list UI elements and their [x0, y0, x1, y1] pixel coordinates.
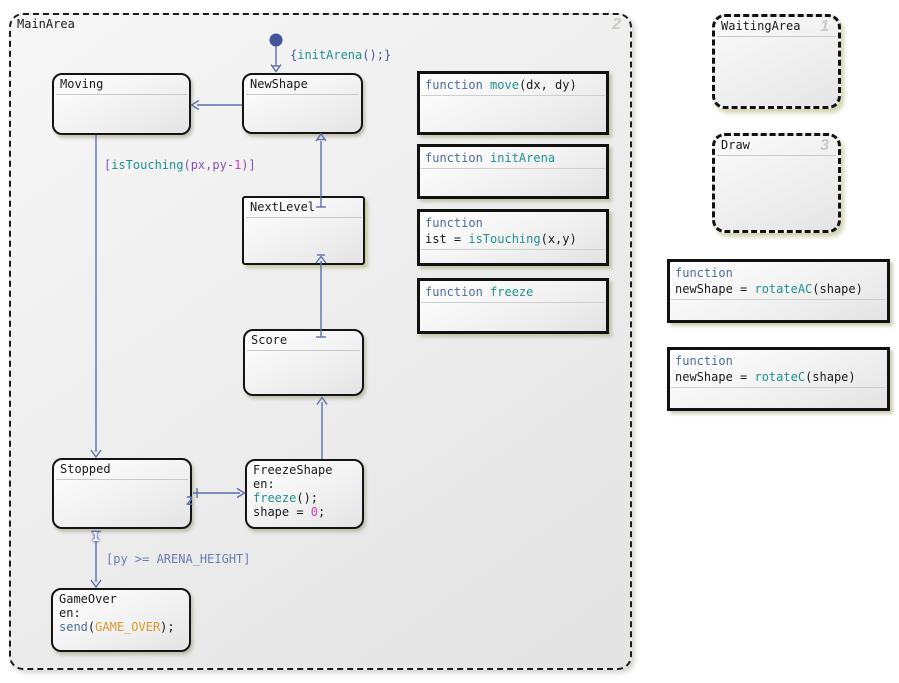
state-waitingarea-title: WaitingArea [721, 19, 801, 33]
title-separator [717, 155, 836, 156]
title-separator [717, 36, 836, 37]
function-initarena[interactable]: function initArena [417, 144, 609, 199]
function-separator [671, 299, 886, 300]
title-separator [247, 350, 360, 351]
state-draw[interactable]: Draw 3 [712, 133, 841, 233]
title-separator [246, 94, 359, 95]
state-gameover[interactable]: GameOver en:send(GAME_OVER); [51, 588, 191, 652]
state-score-title: Score [251, 333, 288, 347]
state-nextlevel-title: NextLevel [250, 200, 316, 214]
title-separator [246, 217, 361, 218]
transition-freezeshape-to-score[interactable] [316, 396, 328, 460]
function-move[interactable]: function move(dx, dy) [417, 71, 609, 135]
function-separator [671, 387, 886, 388]
title-separator [56, 94, 187, 95]
function-freeze[interactable]: function freeze [417, 278, 609, 334]
arrowhead-down [270, 64, 282, 73]
function-move-signature: function move(dx, dy) [425, 78, 577, 92]
function-separator [421, 95, 605, 96]
arrowhead-down [90, 449, 102, 459]
state-waitingarea[interactable]: WaitingArea 1 [712, 14, 841, 109]
state-score[interactable]: Score [243, 329, 364, 396]
state-draw-order: 3 [820, 137, 829, 154]
state-freezeshape[interactable]: FreezeShape en:freeze();shape = 0; [245, 459, 364, 529]
state-moving-title: Moving [60, 77, 104, 91]
transition-score-to-nextlevel[interactable] [315, 254, 327, 338]
function-separator [421, 168, 605, 169]
arrowhead-up [315, 132, 327, 142]
state-stopped[interactable]: Stopped [52, 458, 192, 529]
state-mainarea-title: MainArea [17, 17, 75, 31]
function-separator [421, 249, 605, 250]
transition-newshape-to-moving[interactable] [190, 99, 243, 111]
arrowhead-right [236, 487, 246, 499]
transition-label-initarena[interactable]: {initArena();} [290, 48, 392, 62]
arrowhead-up [315, 255, 327, 264]
transition-stopped-to-gameover[interactable] [90, 530, 102, 589]
state-moving[interactable]: Moving [52, 73, 191, 135]
transition-default-to-newshape[interactable] [269, 33, 283, 73]
state-nextlevel[interactable]: NextLevel [242, 196, 365, 265]
state-waitingarea-order: 1 [820, 18, 829, 35]
transition-nextlevel-to-newshape[interactable] [315, 132, 327, 208]
state-freezeshape-title: FreezeShape [253, 463, 333, 477]
state-gameover-title: GameOver [59, 592, 117, 606]
transition-order-2: 2 [186, 494, 194, 508]
state-gameover-actions: en:send(GAME_OVER); [59, 606, 175, 634]
arrowhead-down [90, 579, 102, 589]
transition-order-1: 1 [92, 530, 100, 544]
state-newshape[interactable]: NewShape [242, 73, 363, 134]
arrowhead-left [190, 99, 200, 111]
transition-label-arena-height[interactable]: [py >= ARENA_HEIGHT] [106, 552, 251, 566]
transition-stopped-to-freezeshape[interactable] [193, 487, 246, 499]
transition-label-istouching[interactable]: [isTouching(px,py-1)] [104, 158, 256, 172]
function-initarena-signature: function initArena [425, 151, 556, 165]
state-freezeshape-actions: en:freeze();shape = 0; [253, 477, 326, 519]
function-freeze-signature: function freeze [425, 285, 534, 299]
state-newshape-title: NewShape [250, 77, 308, 91]
function-separator [421, 302, 605, 303]
arrowhead-up [316, 396, 328, 405]
state-draw-title: Draw [721, 138, 750, 152]
transition-moving-to-stopped[interactable] [90, 135, 102, 459]
state-stopped-title: Stopped [60, 462, 111, 476]
title-separator [56, 479, 188, 480]
initial-transition-dot[interactable] [269, 33, 283, 47]
state-mainarea-order: 2 [612, 16, 621, 33]
